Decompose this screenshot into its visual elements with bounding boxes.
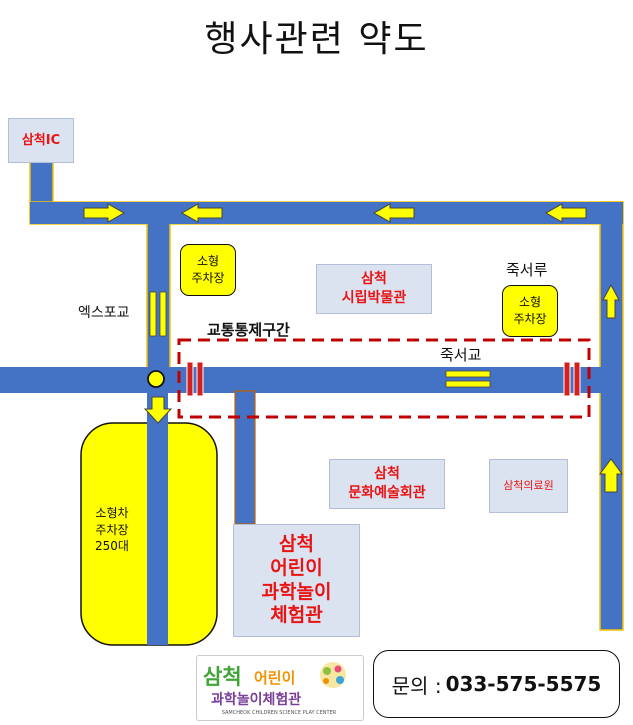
road-main: [0, 367, 602, 393]
science-play-hall-building: 삼척 어린이 과학놀이 체험관: [233, 524, 360, 637]
samcheok-ic-building: 삼척IC: [8, 118, 74, 163]
roadblock-east-a: [563, 361, 571, 397]
bridge-markers: [149, 291, 491, 388]
arrow-left-icon: [544, 203, 587, 223]
contact-label: 문의 :: [391, 673, 442, 698]
science-hall-logo: 삼척 어린이 과학놀이체험관 SAMCHEOK CHILDREN SCIENCE…: [196, 655, 364, 721]
arrow-up-icon: [599, 458, 623, 493]
arrow-left-icon: [372, 203, 415, 223]
parking-lot-north: 소형 주차장: [180, 244, 236, 296]
contact-box: 문의 : 033-575-5575: [373, 650, 620, 718]
logo-graphic: 삼척 어린이 과학놀이체험관 SAMCHEOK CHILDREN SCIENCE…: [203, 662, 346, 716]
page-title: 행사관련 약도: [204, 19, 429, 60]
roadblock-east-b: [573, 361, 581, 397]
jukseoru-pavilion-label: 죽서루: [506, 261, 548, 279]
expo-bridge-label: 엑스포교: [78, 305, 130, 321]
roundabout-icon: [147, 370, 165, 388]
jukseo-bridge-marker-b: [445, 380, 491, 388]
samcheok-museum-building: 삼척 시립박물관: [316, 264, 432, 314]
expo-bridge-marker-b: [159, 291, 167, 337]
arrow-down-icon: [143, 396, 173, 424]
roadblock-west-b: [196, 361, 204, 397]
arrow-up-icon: [602, 283, 620, 319]
roundabout: [147, 370, 165, 388]
road-east-fill: [601, 203, 622, 629]
logo-text-science-play-hall: 과학놀이체험관: [211, 691, 301, 708]
road-science-hall: [234, 390, 256, 525]
logo-text-samcheok: 삼척: [203, 665, 242, 689]
control-zone-outline: [177, 338, 591, 419]
traffic-control-zone-label: 교통통제구간: [207, 321, 290, 339]
arrow-left-icon: [180, 203, 223, 223]
road-main-fill: [30, 202, 623, 224]
parking-lot-large-label: 소형차 주차장 250대: [95, 505, 129, 554]
logo-subtitle: SAMCHEOK CHILDREN SCIENCE PLAY CENTER: [222, 710, 337, 716]
roadblocks: [186, 361, 581, 397]
traffic-control-zone: [177, 338, 591, 419]
science-doodle-icon: [320, 662, 346, 688]
logo-text-children: 어린이: [254, 669, 295, 687]
parking-lot-east: 소형 주차장: [502, 285, 558, 337]
large-parking-lot: [80, 393, 218, 646]
roadblock-west-a: [186, 361, 194, 397]
expo-bridge-marker-a: [149, 291, 157, 337]
contact-phone-number: 033-575-5575: [445, 672, 602, 696]
large-parking-road: [147, 393, 168, 645]
jukseo-bridge-label: 죽서교: [440, 346, 482, 364]
direction-arrows: [83, 203, 623, 493]
medical-center-building: 삼척의료원: [489, 459, 568, 513]
jukseo-bridge-marker-a: [445, 370, 491, 378]
arts-center-building: 삼척 문화예술회관: [329, 459, 445, 509]
arrow-right-icon: [83, 203, 126, 223]
